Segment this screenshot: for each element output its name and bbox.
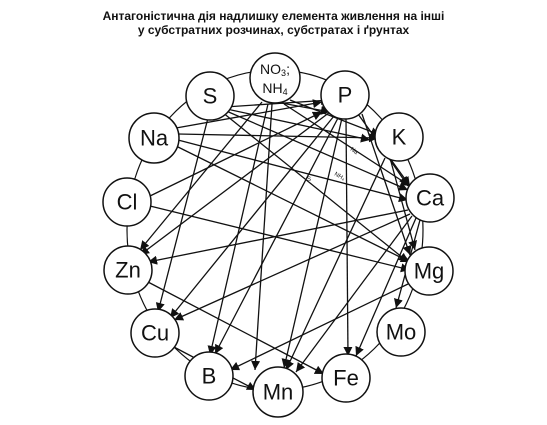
node-ca: Ca	[405, 173, 455, 223]
nh4-label: NH4	[262, 80, 287, 97]
na-label: Na	[140, 126, 169, 151]
edge-s-to-ca	[223, 109, 409, 191]
no3-label: NO3;	[260, 61, 290, 78]
edge-p-to-mn	[281, 117, 343, 369]
edge-na-to-p	[175, 99, 323, 129]
edge-ca-to-fe	[355, 217, 417, 357]
edge-cl-to-mg	[149, 205, 411, 273]
node-p: P	[320, 70, 370, 120]
k-label: K	[392, 125, 407, 150]
node-k: K	[374, 112, 424, 162]
edge-label-s: S	[307, 177, 311, 183]
s-label: S	[203, 84, 218, 109]
edge-label-nh4: NH₄	[333, 172, 346, 183]
ca-label: Ca	[416, 186, 445, 211]
title-line-2: у субстратних розчинах, субстратах і ґру…	[137, 23, 410, 37]
node-fe: Fe	[321, 353, 371, 403]
edge-no3-to-b	[207, 103, 269, 356]
node-cu: Cu	[130, 308, 180, 358]
edge-no3-to-zn	[139, 101, 263, 251]
node-mg: Mg	[404, 246, 454, 296]
edge-no3-to-p	[275, 101, 331, 115]
edge-na-to-k	[177, 133, 379, 143]
edge-s-to-mg	[221, 111, 409, 263]
diagram-title: Антагоністична дія надлишку елемента жив…	[0, 9, 547, 37]
node-mo: Mo	[376, 307, 426, 357]
edge-no3-to-ca	[283, 103, 411, 187]
fe-label: Fe	[333, 366, 359, 391]
edge-label-na: Na	[349, 147, 359, 157]
mg-label: Mg	[414, 259, 445, 284]
node-b: B	[184, 351, 234, 401]
edge-k-to-mg	[389, 157, 418, 251]
edge-cl-to-p	[149, 111, 323, 197]
zn-label: Zn	[115, 258, 141, 283]
p-label: P	[338, 83, 353, 108]
edge-p-to-mg	[361, 113, 412, 256]
title-line-1: Антагоністична дія надлишку елемента жив…	[102, 9, 445, 23]
node-na: Na	[128, 112, 180, 164]
node-zn: Zn	[103, 245, 153, 295]
edge-no3-to-mn	[251, 103, 273, 371]
edge-ca-to-mn	[295, 215, 413, 373]
cu-label: Cu	[141, 321, 169, 346]
node-mn: Mn	[252, 366, 304, 418]
mo-label: Mo	[386, 320, 417, 345]
edge-ca-to-cu	[173, 213, 411, 321]
node-s: S	[185, 71, 235, 121]
edge-mg-to-b	[229, 283, 409, 371]
edge-p-to-zn	[139, 111, 331, 256]
node-no3-nh4: NO3; NH4	[249, 52, 301, 104]
cl-label: Cl	[117, 190, 138, 215]
edge-ca-to-zn	[147, 209, 409, 265]
edge-p-to-fe	[343, 117, 353, 357]
node-cl: Cl	[102, 177, 152, 227]
edge-s-to-cu	[155, 117, 209, 313]
mn-label: Mn	[263, 380, 294, 405]
b-label: B	[202, 364, 217, 389]
edge-p-to-cu	[169, 115, 335, 319]
edge-zn-to-fe	[147, 281, 325, 375]
